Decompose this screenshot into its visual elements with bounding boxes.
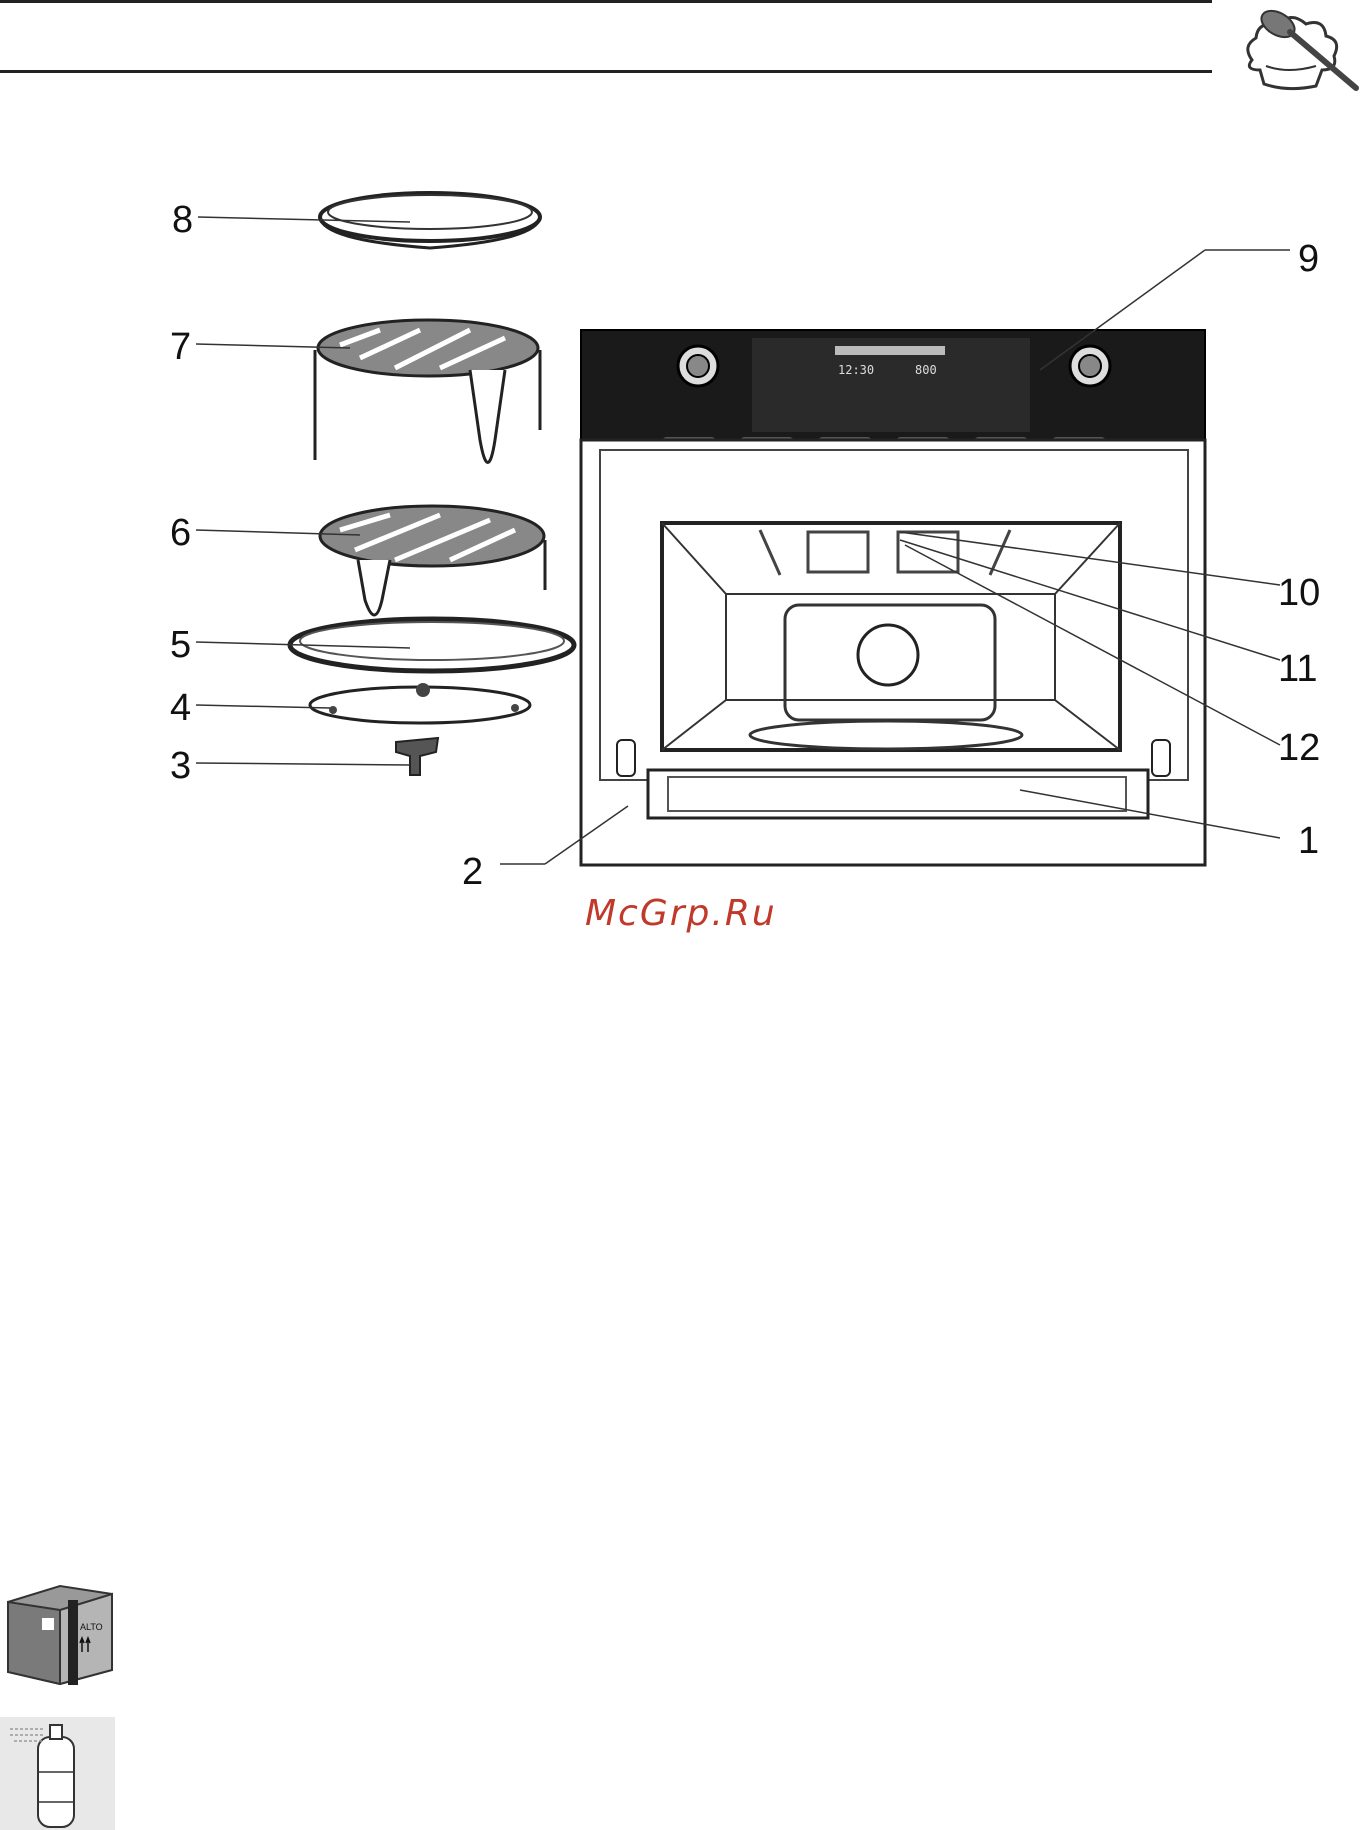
oven-body: 12:30 800 [581,330,1205,865]
control-panel-buttons [835,346,945,355]
callout-7: 7 [170,326,191,368]
callout-5: 5 [170,624,191,666]
part-3-coupler [396,738,438,775]
callout-9: 9 [1298,238,1319,280]
left-knob [678,346,718,386]
callout-6: 6 [170,512,191,554]
callout-11: 11 [1278,648,1317,690]
part-4-roller-ring [310,683,530,723]
callout-12: 12 [1278,727,1320,769]
display-power: 800 [915,363,937,377]
callout-1: 1 [1298,820,1319,862]
box-icon: ALTO [0,1580,115,1685]
part-7-high-grill [315,320,540,463]
box-label: ALTO [80,1622,103,1632]
right-knob [1070,346,1110,386]
watermark-text: McGrp.Ru [585,893,777,934]
spray-can-icon [0,1717,115,1830]
callout-2: 2 [462,851,483,893]
callout-4: 4 [170,687,191,729]
part-6-low-grill [320,506,545,615]
callout-8: 8 [172,199,193,241]
oven-parts-diagram: 12:30 800 [0,0,1362,900]
part-5-glass-plate [290,619,574,671]
callout-3: 3 [170,745,191,787]
oven-cavity [662,523,1120,750]
callout-10: 10 [1278,572,1320,614]
display-clock: 12:30 [838,363,874,377]
